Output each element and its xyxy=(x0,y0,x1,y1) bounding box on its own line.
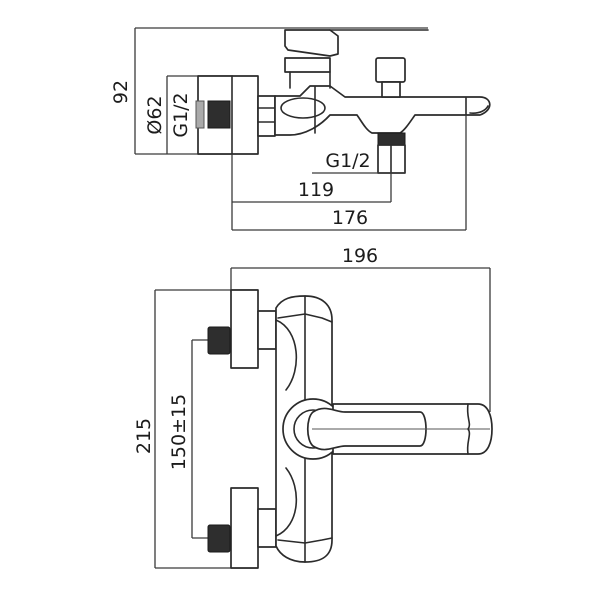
outlet-thread xyxy=(377,132,406,146)
diverter-stem xyxy=(381,81,401,98)
dimension-150: 150±15 xyxy=(168,339,210,539)
handle-collar xyxy=(284,57,331,73)
dimension-label-215: 215 xyxy=(133,418,155,454)
inlet-thread xyxy=(207,100,231,129)
dimension-119: 119 xyxy=(231,154,392,230)
dimension-196: 196 xyxy=(230,245,491,412)
dimension-diameter: Ø62 G1/2 xyxy=(144,75,233,154)
connector-nut xyxy=(257,95,276,137)
dimension-label-176: 176 xyxy=(332,207,368,229)
bottom-flange xyxy=(230,487,259,569)
front-view: 196 215 150±15 xyxy=(133,245,493,569)
top-flange xyxy=(230,289,259,369)
dimension-label-119: 119 xyxy=(298,179,334,201)
dimension-176: 176 xyxy=(232,115,467,231)
side-view: 92 Ø62 G1/2 xyxy=(110,27,491,231)
dimension-label-outlet-thread: G1/2 xyxy=(325,150,370,172)
dimension-label-92: 92 xyxy=(110,80,132,104)
dimension-label-diameter: Ø62 xyxy=(144,95,166,134)
top-inlet-thread xyxy=(207,326,231,355)
diverter-knob xyxy=(375,57,406,83)
dimension-label-inlet-spacing: 150±15 xyxy=(168,394,190,470)
dimension-label-196: 196 xyxy=(342,245,378,267)
handle-lever xyxy=(284,29,339,57)
dimension-92: 92 xyxy=(110,27,428,155)
dimension-label-inlet-thread: G1/2 xyxy=(170,92,192,137)
bottom-inlet-thread xyxy=(207,524,231,553)
